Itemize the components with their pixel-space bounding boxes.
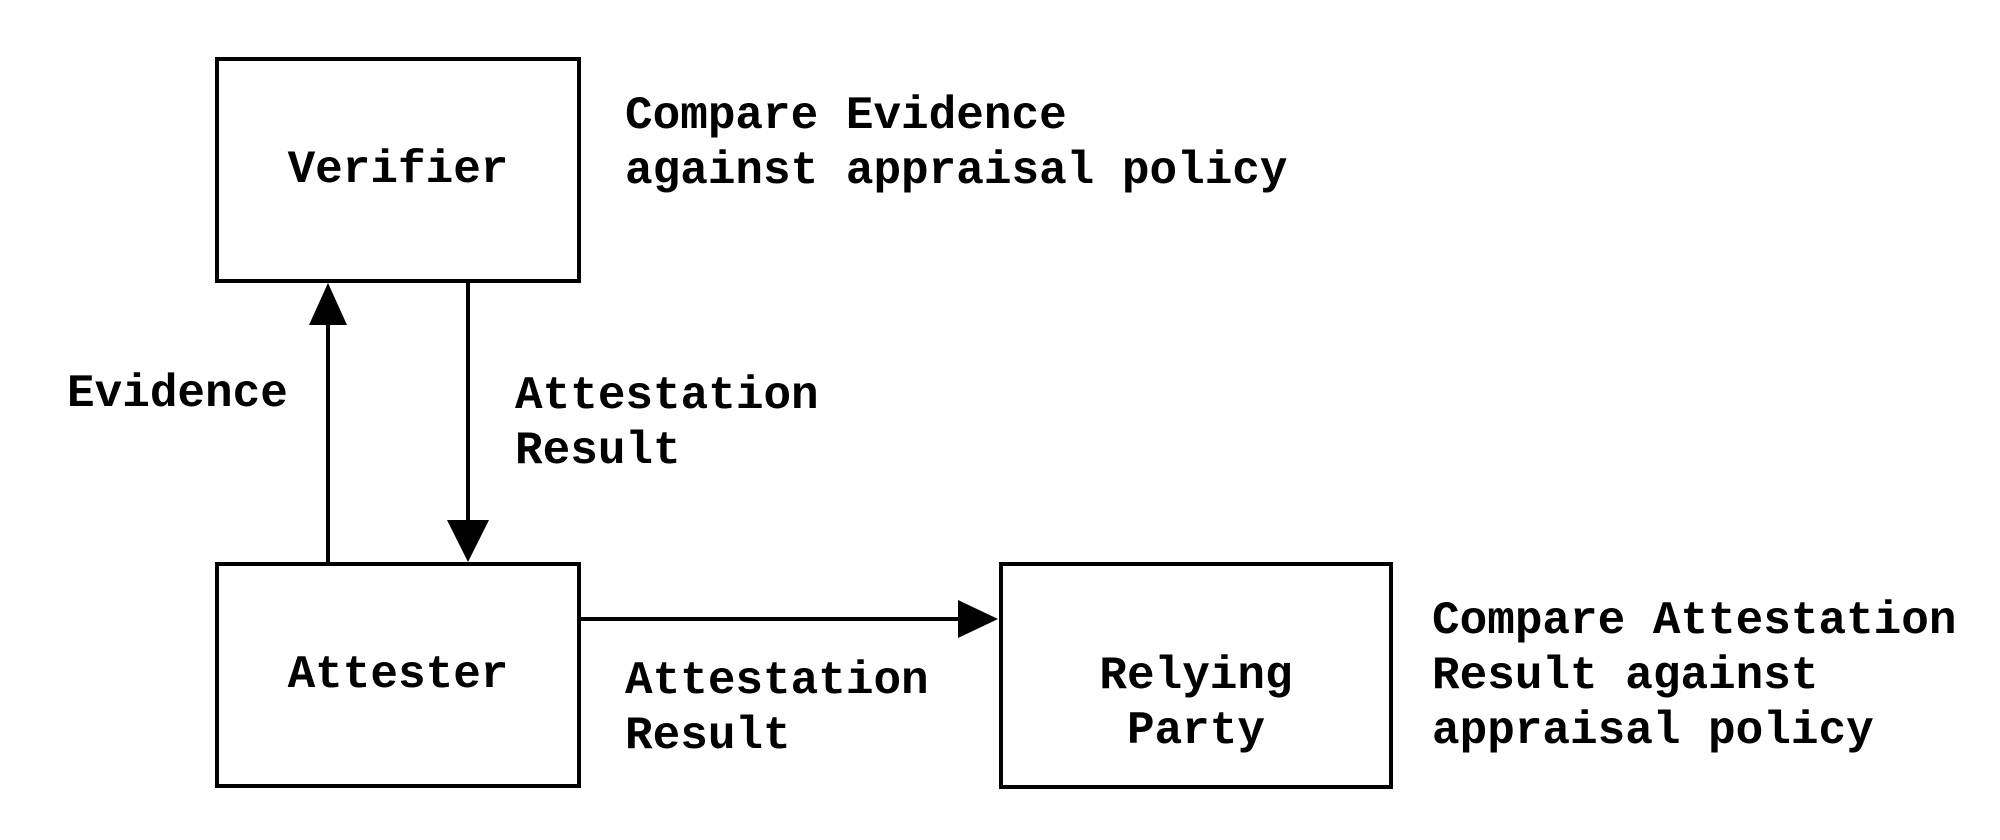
relying-party-box: Relying Party xyxy=(999,562,1393,789)
attestation-result-right-arrow-shaft xyxy=(580,617,960,621)
verifier-box: Verifier xyxy=(215,57,581,283)
attestation-result-right-arrow-label: Attestation Result xyxy=(625,655,929,762)
relying-party-label: Relying Party xyxy=(1099,649,1293,757)
attestation-result-right-arrowhead-icon xyxy=(958,600,998,638)
attestation-result-down-arrow-shaft xyxy=(466,282,470,522)
verifier-annotation: Compare Evidence against appraisal polic… xyxy=(625,90,1288,197)
attestation-result-down-arrowhead-icon xyxy=(447,520,489,562)
evidence-arrow-label: Evidence xyxy=(67,368,288,420)
evidence-arrowhead-icon xyxy=(309,283,347,325)
attester-box: Attester xyxy=(215,562,581,788)
attestation-result-down-arrow-label: Attestation Result xyxy=(515,370,819,477)
evidence-arrow-shaft xyxy=(326,324,330,563)
relying-party-annotation: Compare Attestation Result against appra… xyxy=(1432,595,1957,757)
attester-label: Attester xyxy=(287,648,509,701)
verifier-label: Verifier xyxy=(287,143,509,196)
